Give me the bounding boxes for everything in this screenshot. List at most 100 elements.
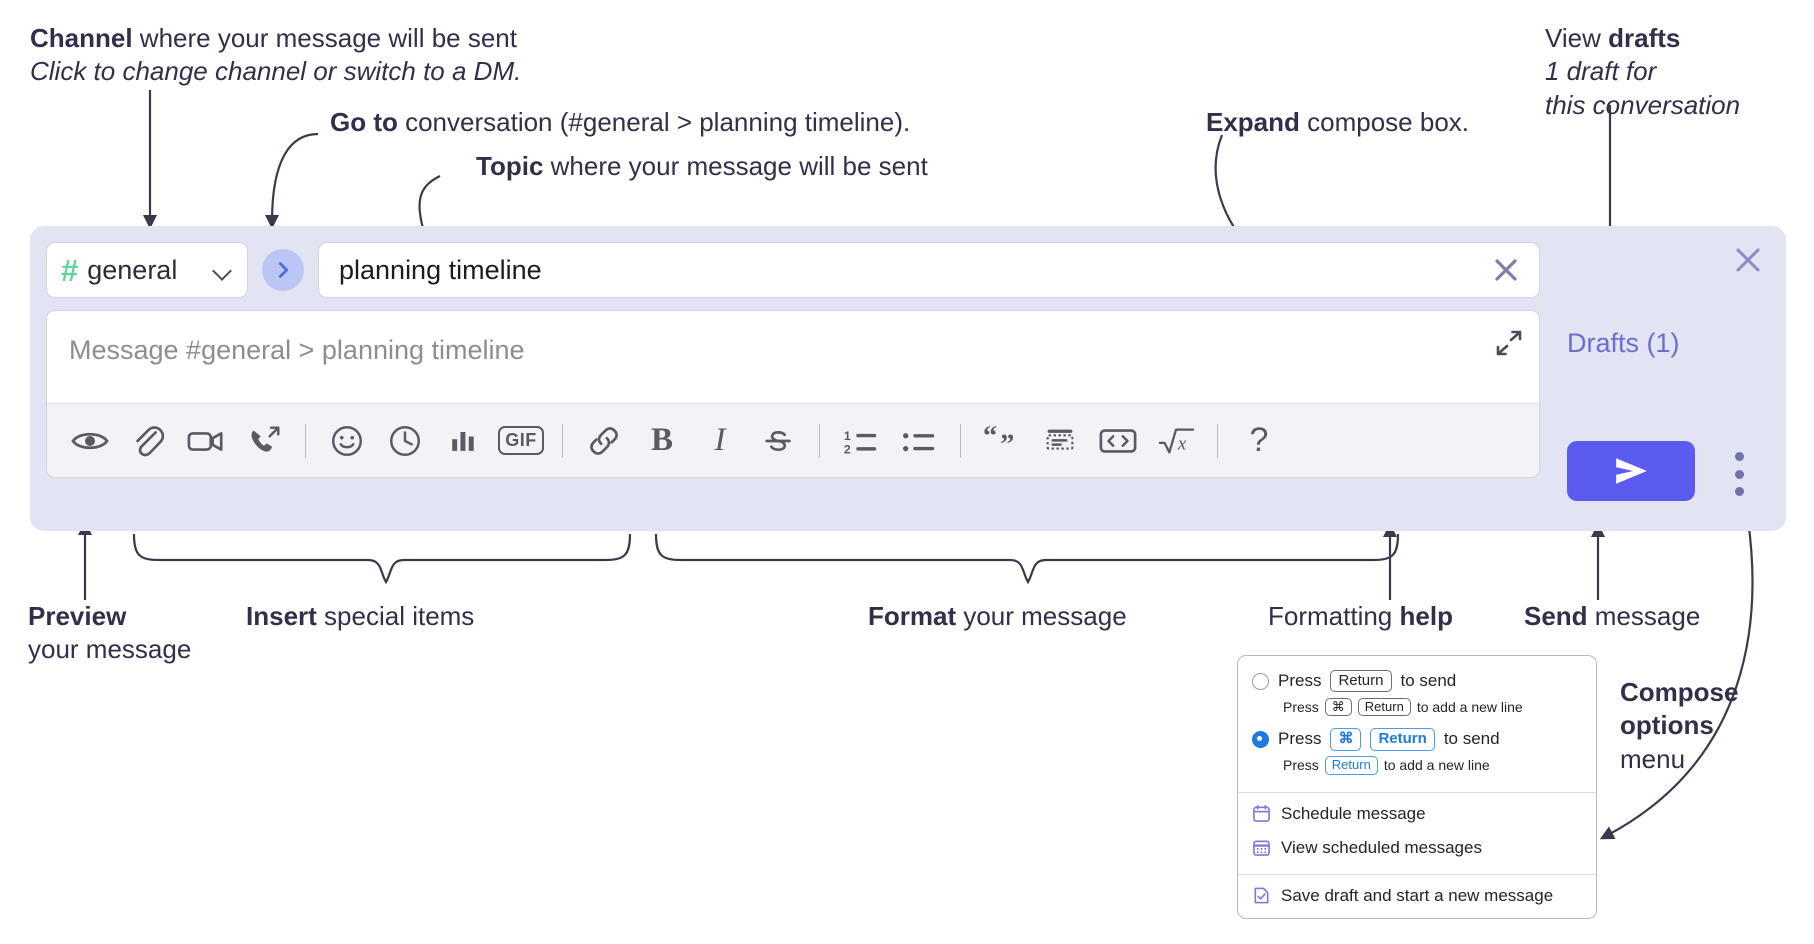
dot xyxy=(1734,452,1744,461)
channel-name-label: general xyxy=(87,254,178,285)
annotation-goto: Go to conversation (#general > planning … xyxy=(330,106,910,139)
annotation-goto-rest: conversation (#general > planning timeli… xyxy=(397,107,911,137)
annotation-channel-italic: Click to change channel or switch to a D… xyxy=(30,56,522,87)
option2-key-cmd: ⌘ xyxy=(1330,727,1362,751)
chevron-down-icon xyxy=(213,261,231,279)
help-label: ? xyxy=(1249,421,1269,459)
help-question-icon[interactable]: ? xyxy=(1230,412,1288,470)
send-paper-plane-icon xyxy=(1616,458,1647,484)
option2-tail: to send xyxy=(1443,729,1500,749)
video-camera-icon[interactable] xyxy=(177,412,235,470)
annotation-compose-options-l3: menu xyxy=(1620,743,1686,774)
toolbar-separator xyxy=(305,423,306,458)
option1-sub-tail: to add a new line xyxy=(1416,699,1523,716)
gif-icon[interactable]: GIF xyxy=(492,412,550,470)
poll-bar-chart-icon[interactable] xyxy=(434,412,492,470)
compose-panel: # general planning timeline Messag xyxy=(30,226,1786,531)
annotation-compose-options-l2: options xyxy=(1620,710,1714,741)
preview-eye-icon[interactable] xyxy=(61,412,119,470)
annotation-help: Formatting help xyxy=(1268,600,1453,633)
annotation-send: Send message xyxy=(1524,600,1700,633)
topic-clear-button[interactable] xyxy=(1491,255,1521,285)
toolbar-separator xyxy=(960,423,961,458)
radio-unselected-icon[interactable] xyxy=(1252,672,1269,690)
option2-key-return: Return xyxy=(1370,727,1435,751)
menu-item-label: Save draft and start a new message xyxy=(1281,885,1554,905)
annotation-format-rest: your message xyxy=(956,601,1127,631)
compose-inner: # general planning timeline Messag xyxy=(46,242,1540,478)
compose-options-button[interactable] xyxy=(1730,452,1748,496)
topic-input[interactable]: planning timeline xyxy=(318,242,1540,298)
chevron-right-icon xyxy=(278,262,289,278)
calendar-icon xyxy=(1252,804,1271,823)
menu-divider xyxy=(1238,873,1596,875)
svg-text:2: 2 xyxy=(844,442,851,456)
drafts-link[interactable]: Drafts (1) xyxy=(1567,328,1680,358)
math-icon[interactable]: x xyxy=(1147,412,1205,470)
blockquote-icon[interactable]: “ ” xyxy=(973,412,1031,470)
emoji-smiley-icon[interactable] xyxy=(318,412,376,470)
channel-selector[interactable]: # general xyxy=(46,242,248,298)
annotation-expand: Expand compose box. xyxy=(1206,106,1469,139)
menu-item-schedule-message[interactable]: Schedule message xyxy=(1238,793,1596,831)
compose-header-row: # general planning timeline xyxy=(46,242,1540,298)
menu-option-return-to-send[interactable]: Press Return to send xyxy=(1238,666,1596,696)
annotation-help-bold: help xyxy=(1399,601,1453,631)
ordered-list-icon[interactable]: 1 2 xyxy=(832,412,890,470)
attachment-paperclip-icon[interactable] xyxy=(119,412,177,470)
annotation-preview-bold: Preview xyxy=(28,601,127,631)
option2-press: Press xyxy=(1278,729,1322,749)
radio-selected-icon[interactable] xyxy=(1252,730,1269,748)
italic-icon[interactable]: I xyxy=(691,412,749,470)
bold-label: B xyxy=(650,422,673,458)
menu-option-cmd-return-to-send[interactable]: Press ⌘ Return to send xyxy=(1238,724,1596,754)
annotation-goto-bold: Go to xyxy=(330,107,398,137)
message-input-box[interactable]: Message #general > planning timeline xyxy=(46,310,1540,478)
code-block-icon[interactable] xyxy=(1031,412,1089,470)
menu-option-cmd-return-sub: Press Return to add a new line xyxy=(1238,754,1596,782)
clock-icon[interactable] xyxy=(376,412,434,470)
expand-icon xyxy=(1496,330,1522,356)
annotation-send-rest: message xyxy=(1587,601,1701,631)
dot xyxy=(1734,487,1744,496)
svg-text:1: 1 xyxy=(844,429,851,443)
menu-divider xyxy=(1238,791,1596,793)
panel-close-button[interactable] xyxy=(1732,244,1764,276)
dot xyxy=(1734,469,1744,479)
annotation-channel-bold: Channel xyxy=(30,23,133,53)
annotation-topic-bold: Topic xyxy=(476,151,544,181)
annotation-format-bold: Format xyxy=(868,601,957,631)
message-placeholder: Message #general > planning timeline xyxy=(69,335,525,365)
send-button[interactable] xyxy=(1567,441,1695,501)
topic-value: planning timeline xyxy=(339,254,542,285)
svg-text:“: “ xyxy=(983,422,997,452)
annotation-expand-bold: Expand xyxy=(1206,107,1300,137)
code-icon[interactable] xyxy=(1089,412,1147,470)
annotation-drafts-bold: drafts xyxy=(1608,23,1681,53)
option1-tail: to send xyxy=(1400,671,1457,690)
menu-item-save-draft[interactable]: Save draft and start a new message xyxy=(1238,875,1596,918)
strikethrough-icon[interactable] xyxy=(749,412,807,470)
annotation-insert: Insert special items xyxy=(246,600,474,633)
toolbar-separator xyxy=(1217,423,1218,458)
menu-item-view-scheduled-messages[interactable]: View scheduled messages xyxy=(1238,831,1596,865)
annotation-drafts: View drafts 1 draft for this conversatio… xyxy=(1545,22,1740,122)
annotation-preview: Preview your message xyxy=(28,600,191,667)
option2-sub-tail: to add a new line xyxy=(1383,757,1490,774)
annotation-topic: Topic where your message will be sent xyxy=(476,150,928,183)
annotation-channel-rest: where your message will be sent xyxy=(132,23,517,53)
option2-sub-key-return: Return xyxy=(1324,756,1378,775)
link-icon[interactable] xyxy=(575,412,633,470)
annotation-help-plain: Formatting xyxy=(1268,601,1400,631)
expand-compose-button[interactable] xyxy=(1493,327,1525,359)
bulleted-list-icon[interactable] xyxy=(890,412,948,470)
goto-conversation-button[interactable] xyxy=(262,249,304,291)
menu-option-return-sub: Press ⌘ Return to add a new line xyxy=(1238,696,1596,724)
annotation-insert-bold: Insert xyxy=(246,601,317,631)
italic-label: I xyxy=(714,422,726,458)
bold-icon[interactable]: B xyxy=(633,412,691,470)
formatting-toolbar: GIF B I xyxy=(47,403,1539,477)
annotation-drafts-line2: 1 draft for xyxy=(1545,56,1657,87)
audio-phone-icon[interactable] xyxy=(235,412,293,470)
calendar-grid-icon xyxy=(1252,838,1271,857)
